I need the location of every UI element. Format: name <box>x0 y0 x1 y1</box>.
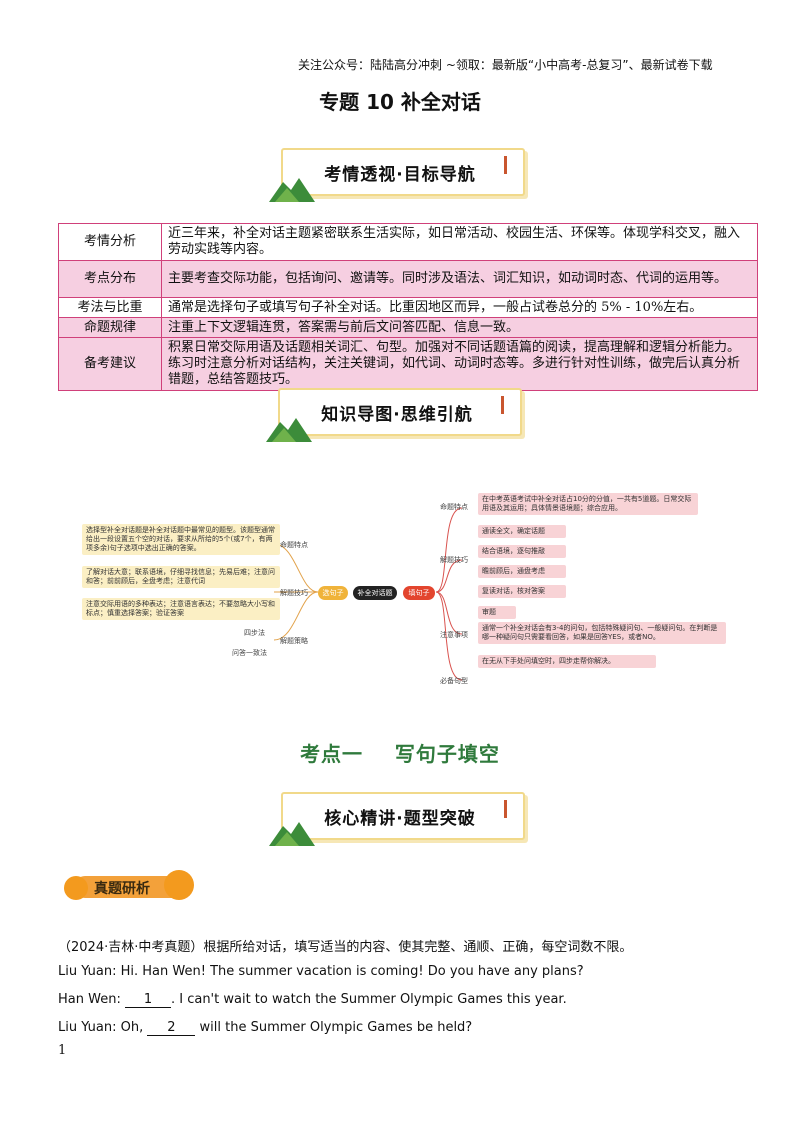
row-text: 主要考查交际功能，包括询问、邀请等。同时涉及语法、词汇知识，如动词时态、代词的运… <box>161 260 758 298</box>
real-exam-label: 真题研析 <box>94 881 150 897</box>
banner-title: 核心精讲·题型突破 <box>324 809 476 829</box>
mindmap-connectors <box>273 507 463 681</box>
dialogue-line: Liu Yuan: Oh, 2 will the Summer Olympic … <box>58 1020 472 1036</box>
dialogue-text: Liu Yuan: Oh, <box>58 1020 148 1035</box>
mindmap-left-branch: 解题技巧 <box>280 589 308 597</box>
mindmap-left-branch: 命题特点 <box>280 541 308 549</box>
hill-icon <box>266 418 312 442</box>
mindmap-note: 瞻前顾后，通盘考虑 <box>478 565 566 578</box>
section-banner-3: 核心精讲·题型突破 <box>269 792 525 846</box>
answer-blank[interactable]: 2 <box>147 1020 196 1036</box>
page-number: 1 <box>58 1043 67 1058</box>
mindmap-note: 通常一个补全对话会有3-4的问句，包括特殊疑问句、一般疑问句。在判断是哪一种疑问… <box>478 622 726 644</box>
mindmap-center-node: 补全对话题 <box>353 586 397 600</box>
row-label: 考法与比重 <box>58 297 162 318</box>
mindmap-note: 通读全文，确定话题 <box>478 525 566 538</box>
dialogue-text: . I can't wait to watch the Summer Olymp… <box>170 992 567 1007</box>
mindmap-right-branch: 命题特点 <box>440 503 468 511</box>
row-text: 积累日常交际用语及话题相关词汇、句型。加强对不同话题语篇的阅读，提高理解和逻辑分… <box>161 337 758 391</box>
row-text: 注重上下文逻辑连贯，答案需与前后文问答匹配、信息一致。 <box>161 317 758 338</box>
mindmap-note: 在中考英语考试中补全对话占10分的分值，一共有5道题。日常交际用语及其运用；具体… <box>478 493 698 515</box>
dialogue-text: will the Summer Olympic Games be held? <box>199 1020 473 1035</box>
table-row: 考点分布 主要考查交际功能，包括询问、邀请等。同时涉及语法、词汇知识，如动词时态… <box>58 260 758 298</box>
section-banner-2: 知识导图·思维引航 <box>266 388 522 442</box>
page-title: 专题 10 补全对话 <box>319 90 481 114</box>
hill-icon <box>269 822 315 846</box>
mindmap-right-branch: 必备句型 <box>440 677 468 685</box>
table-row: 考法与比重 通常是选择句子或填写句子补全对话。比重因地区而异，一般占试卷总分的 … <box>58 297 758 318</box>
real-exam-tag: 真题研析 <box>64 870 194 904</box>
mindmap-note: 了解对话大意；联系语境，仔细寻找信息；先易后难；注意问和答；前前顾后，全盘考虑；… <box>82 566 280 588</box>
hill-icon <box>269 178 315 202</box>
question-intro: （2024·吉林·中考真题）根据所给对话，填写适当的内容、使其完整、通顺、正确，… <box>58 940 633 955</box>
info-table: 考情分析 近三年来，补全对话主题紧密联系生活实际，如日常活动、校园生活、环保等。… <box>58 223 758 391</box>
mindmap-note: 选择型补全对话题是补全对话题中最常见的题型。该题型通常给出一段设置五个空的对话，… <box>82 524 280 555</box>
orange-icon <box>164 870 194 900</box>
mindmap-right-branch: 解题技巧 <box>440 556 468 564</box>
dialogue-line: Han Wen: 1. I can't wait to watch the Su… <box>58 992 567 1008</box>
dialogue-line: Liu Yuan: Hi. Han Wen! The summer vacati… <box>58 964 584 979</box>
mindmap-small-label: 问答一致法 <box>232 649 267 657</box>
mindmap-note: 结合语境，逐句推敲 <box>478 545 566 558</box>
banner-title: 考情透视·目标导航 <box>324 165 476 185</box>
row-label: 考点分布 <box>58 260 162 298</box>
dialogue-text: Liu Yuan: Hi. Han Wen! The summer vacati… <box>58 964 584 979</box>
table-row: 考情分析 近三年来，补全对话主题紧密联系生活实际，如日常活动、校园生活、环保等。… <box>58 223 758 261</box>
mindmap-choose-node: 选句子 <box>318 586 348 600</box>
mindmap-left-branch: 解题策略 <box>280 637 308 645</box>
row-text: 近三年来，补全对话主题紧密联系生活实际，如日常活动、校园生活、环保等。体现学科交… <box>161 223 758 261</box>
row-label: 考情分析 <box>58 223 162 261</box>
mindmap-note: 在无从下手处问填空时，四步走帮你解决。 <box>478 655 656 668</box>
dialogue-text: Han Wen: <box>58 992 125 1007</box>
row-label: 命题规律 <box>58 317 162 338</box>
header-note: 关注公众号：陆陆高分冲刺 ~领取：最新版“小中高考-总复习”、最新试卷下载 <box>298 58 713 72</box>
table-row: 备考建议 积累日常交际用语及话题相关词汇、句型。加强对不同话题语篇的阅读，提高理… <box>58 337 758 391</box>
mindmap-note: 注意交际用语的多种表达；注意语言表达；不要忽略大小写和标点；慎重选择答案；验证答… <box>82 598 280 620</box>
mindmap-small-label: 四步法 <box>244 629 265 637</box>
mindmap-note: 复读对话，核对答案 <box>478 585 566 598</box>
mindmap-note: 审题 <box>478 606 516 619</box>
row-label: 备考建议 <box>58 337 162 391</box>
mindmap-fill-node: 填句子 <box>403 586 435 600</box>
orange-icon <box>64 876 88 900</box>
table-row: 命题规律 注重上下文逻辑连贯，答案需与前后文问答匹配、信息一致。 <box>58 317 758 338</box>
row-text: 通常是选择句子或填写句子补全对话。比重因地区而异，一般占试卷总分的 5% - 1… <box>161 297 758 318</box>
section-banner-1: 考情透视·目标导航 <box>269 148 525 202</box>
mindmap-right-branch: 注意事项 <box>440 631 468 639</box>
answer-blank[interactable]: 1 <box>124 992 171 1008</box>
section-title: 考点一 写句子填空 <box>300 742 500 766</box>
banner-title: 知识导图·思维引航 <box>321 405 473 425</box>
